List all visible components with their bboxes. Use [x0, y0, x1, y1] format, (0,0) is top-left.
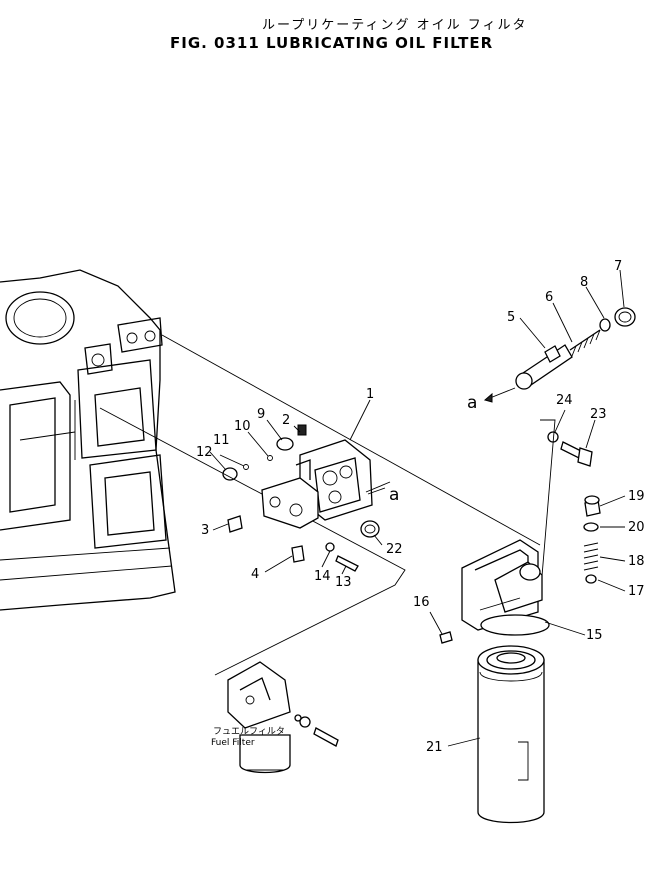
fuel-filter: [227, 661, 339, 774]
relief-valve-assembly: [515, 307, 636, 390]
callout-20: 20: [628, 520, 645, 535]
o-ring-small: [267, 455, 273, 461]
plug-3: [227, 515, 243, 533]
spring-18: [583, 542, 599, 571]
seal-22: [360, 520, 380, 538]
marker-a-right: a: [389, 485, 399, 505]
callout-24: 24: [556, 393, 573, 408]
engine-block: [0, 269, 176, 611]
plug-16: [439, 631, 453, 644]
gasket-20: [583, 522, 599, 532]
callout-5: 5: [507, 310, 515, 325]
filter-head: [461, 539, 550, 636]
figure-title-japanese: ループリケーティング オイル フィルタ: [262, 18, 528, 33]
callout-15: 15: [586, 628, 603, 643]
o-ring: [222, 467, 238, 481]
oil-filter-cartridge: [477, 645, 545, 824]
a-arrow-line-right: [365, 481, 391, 493]
callout-11: 11: [213, 433, 230, 448]
callout-19: 19: [628, 489, 645, 504]
figure-title: FIG. 0311 LUBRICATING OIL FILTER: [170, 34, 494, 52]
arrow-head: [483, 392, 493, 403]
leader-line: [161, 334, 541, 546]
filter-housing: [261, 439, 386, 529]
callout-16: 16: [413, 595, 430, 610]
plug: [297, 424, 307, 436]
callout-2: 2: [282, 413, 290, 428]
leader-line: [99, 407, 406, 676]
ring-17: [585, 574, 597, 584]
callout-1: 1: [366, 387, 374, 402]
callout-4: 4: [251, 567, 259, 582]
callout-18: 18: [628, 554, 645, 569]
callout-10: 10: [234, 419, 251, 434]
washer-24: [547, 431, 559, 443]
callout-8: 8: [580, 275, 588, 290]
marker-a-left: a: [467, 393, 477, 413]
callout-14: 14: [314, 569, 331, 584]
washer-14: [325, 542, 335, 552]
callout-labels: 1 2 3 4 5 6 7 8 9 10 11 12 13 14 15 16 1…: [196, 259, 645, 755]
callout-7: 7: [614, 259, 622, 274]
o-ring: [276, 437, 294, 451]
callout-13: 13: [335, 575, 352, 590]
callout-12: 12: [196, 445, 213, 460]
o-ring-small: [243, 464, 249, 470]
callout-6: 6: [545, 290, 553, 305]
callout-leaders: [209, 269, 626, 747]
fuel-filter-label-en: Fuel Filter: [211, 738, 255, 748]
fuel-filter-label-jp: フュエルフィルタ: [213, 726, 285, 737]
callout-17: 17: [628, 584, 645, 599]
callout-3: 3: [201, 523, 209, 538]
callout-21: 21: [426, 740, 443, 755]
callout-23: 23: [590, 407, 607, 422]
callout-9: 9: [257, 407, 265, 422]
plug-4: [291, 545, 305, 563]
bolt-13: [335, 555, 359, 572]
callout-22: 22: [386, 542, 403, 557]
